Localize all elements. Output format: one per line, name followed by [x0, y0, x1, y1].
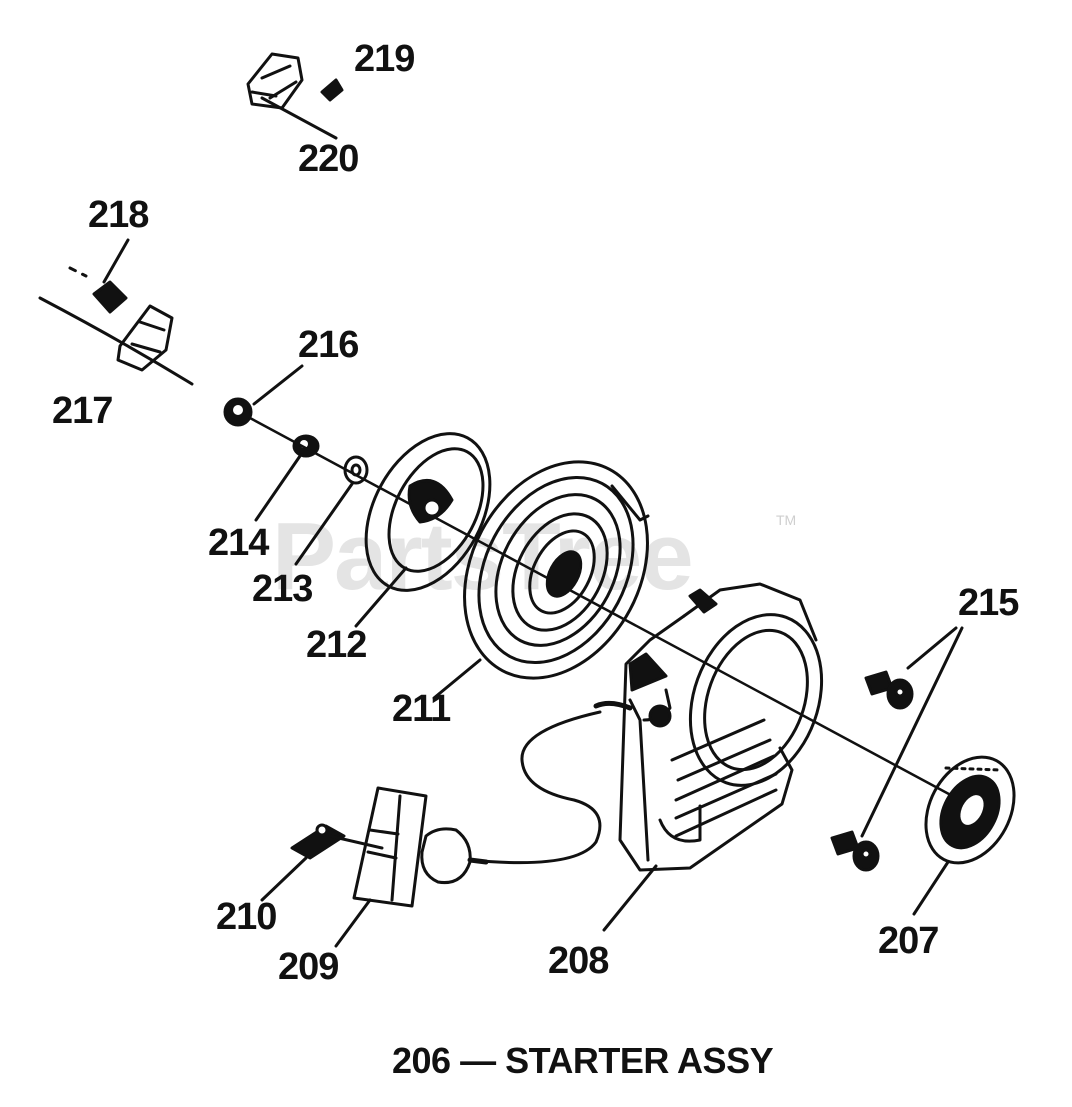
leader-216: [252, 364, 304, 406]
callout-208: 208: [548, 940, 609, 982]
callout-209: 209: [278, 946, 339, 988]
callout-220: 220: [298, 138, 359, 180]
part-216-retainer-icon: [223, 397, 253, 427]
part-212-pulley-icon: [364, 432, 492, 592]
part-215-screw-lower-icon: [830, 830, 880, 872]
leader-218: [102, 238, 130, 284]
part-208-housing-icon: [593, 582, 824, 872]
part-219-screw-icon: [320, 78, 344, 102]
leader-213: [294, 482, 354, 566]
callout-210: 210: [216, 896, 277, 938]
starter-rope: [468, 710, 602, 865]
leader-212: [354, 566, 408, 628]
leader-211: [432, 658, 482, 700]
part-207-cover-icon: [924, 755, 1016, 865]
callout-211: 211: [392, 688, 451, 730]
leader-220: [260, 96, 338, 140]
part-211-spring-icon: [463, 460, 650, 680]
leader-207: [912, 860, 950, 916]
assembly-caption: 206 — STARTER ASSY: [392, 1040, 774, 1081]
part-217-clip-icon: [116, 304, 174, 372]
part-209-handle-icon: [352, 786, 489, 908]
assembly-axis-line: [248, 416, 962, 802]
callout-215: 215: [958, 582, 1019, 624]
callout-214: 214: [208, 522, 269, 564]
cable-217: [38, 296, 194, 386]
leader-214: [254, 454, 302, 522]
callout-216: 216: [298, 324, 359, 366]
watermark-trademark: TM: [776, 512, 797, 528]
leader-209: [334, 898, 372, 948]
callout-219: 219: [354, 38, 415, 80]
part-210-insert-icon: [290, 823, 384, 860]
leader-208: [602, 864, 658, 932]
callout-213: 213: [252, 568, 313, 610]
leader-210: [260, 856, 308, 902]
callout-212: 212: [306, 624, 367, 666]
leader-215-b: [860, 626, 964, 838]
leader-215-a: [906, 626, 958, 670]
part-220-clip-icon: [246, 52, 304, 110]
callout-217: 217: [52, 390, 113, 432]
part-218-screw-icon: [92, 280, 128, 314]
callout-207: 207: [878, 920, 939, 962]
callout-218: 218: [88, 194, 149, 236]
part-215-screw-upper-icon: [864, 670, 914, 710]
